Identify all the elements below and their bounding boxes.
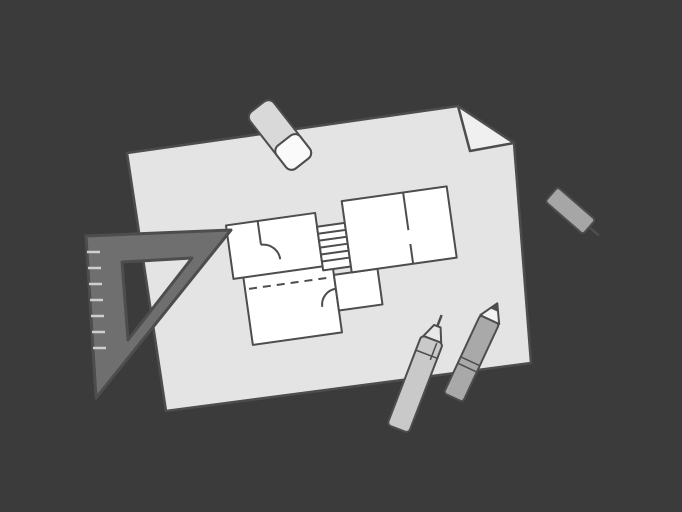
plan-door-arc-bottom	[321, 287, 337, 307]
plan-room-right	[340, 185, 458, 274]
pencil-lead	[490, 302, 499, 312]
pencil	[443, 302, 501, 402]
marker-tip	[436, 314, 443, 327]
eraser-band	[274, 133, 313, 171]
marker-nib-cone	[422, 323, 443, 344]
marker-pen	[387, 314, 443, 433]
pencil-band-lines	[457, 356, 481, 373]
set-square-ticks	[87, 250, 106, 350]
folded-corner	[456, 104, 516, 153]
set-square-body	[84, 228, 233, 400]
plan-door-arc-top	[260, 243, 282, 260]
eraser	[247, 99, 313, 171]
pen-cap-clip	[588, 226, 600, 237]
marker-cap-line	[415, 349, 438, 360]
floor-plan	[224, 185, 458, 346]
marker-clip	[429, 342, 438, 361]
pen-cap	[545, 187, 600, 237]
pen-cap-body	[545, 187, 596, 234]
set-square	[84, 228, 233, 400]
plan-room-top-left	[224, 211, 324, 280]
plan-interior-walls	[256, 192, 415, 264]
plan-stair-steps	[317, 228, 350, 263]
plan-room-bottom-middle	[332, 267, 384, 312]
